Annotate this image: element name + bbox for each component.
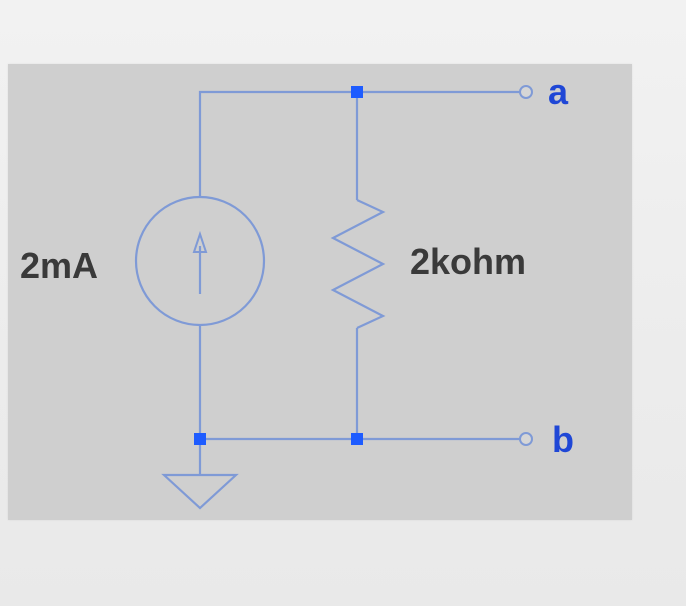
resistor-label: 2kohm [410,241,526,282]
resistor [330,92,386,439]
arrow-up-icon [192,230,208,294]
terminal-a-icon[interactable] [519,85,533,99]
top-wire [198,90,520,196]
node-bottom-left [194,433,206,445]
ground-icon [161,473,239,510]
terminal-a-label: a [548,71,569,112]
source-label: 2mA [20,245,98,286]
current-source [134,195,266,327]
terminal-b-icon[interactable] [519,432,533,446]
terminal-b-label: b [552,419,574,460]
node-top [351,86,363,98]
node-bottom-right [351,433,363,445]
